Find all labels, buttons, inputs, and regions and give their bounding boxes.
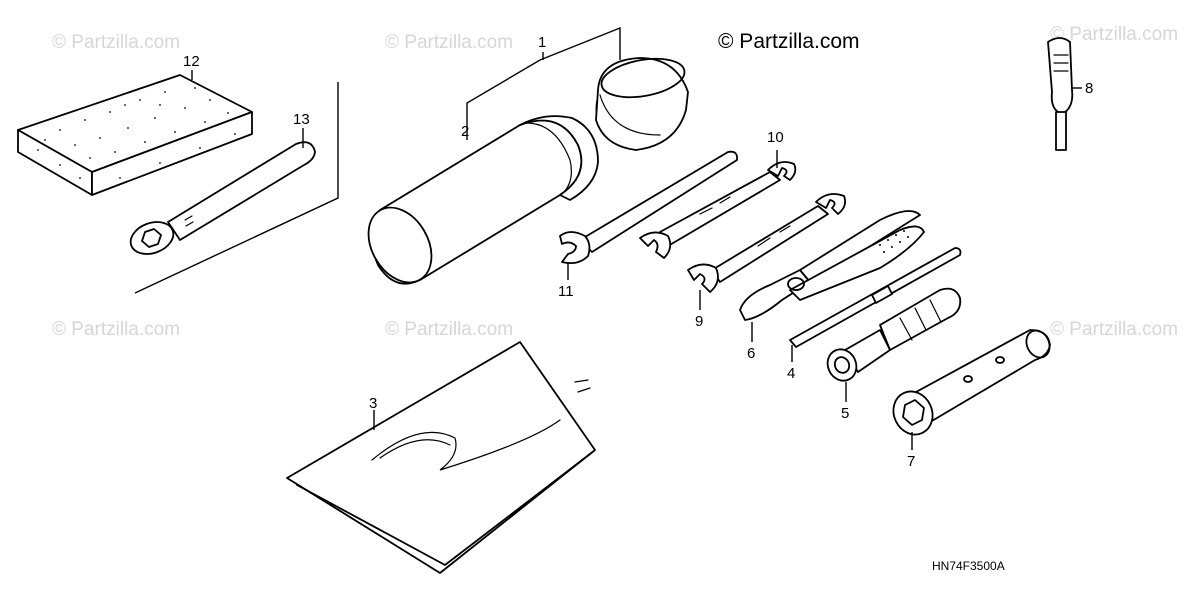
- part-12-mat: [17, 74, 253, 196]
- watermark-dark: © Partzilla.com: [718, 30, 860, 53]
- leader-lines: [191, 70, 1082, 450]
- part-13-box-wrench: [129, 141, 316, 255]
- diagram-code: HN74F3500A: [932, 559, 1005, 573]
- callout-12: 12: [183, 53, 200, 70]
- callout-2: 2: [461, 123, 469, 140]
- part-7-tube-wrench: [892, 329, 1051, 436]
- watermark-5: © Partzilla.com: [385, 319, 513, 340]
- part-6-pliers: [739, 210, 925, 321]
- callout-5: 5: [841, 405, 849, 422]
- part-11-wrench: [559, 150, 738, 265]
- watermark-1: © Partzilla.com: [52, 32, 180, 53]
- callout-11: 11: [558, 283, 574, 300]
- callout-7: 7: [907, 453, 915, 470]
- callout-13: 13: [293, 111, 310, 128]
- leader-1-2: [466, 26, 621, 108]
- callout-3: 3: [369, 395, 377, 412]
- watermark-3: © Partzilla.com: [1050, 24, 1178, 45]
- callout-6: 6: [747, 345, 755, 362]
- callout-10: 10: [767, 129, 784, 146]
- callouts: 1 2 3 4 5 6 7 8 9 10 11 12 13: [183, 34, 1093, 470]
- watermark-2: © Partzilla.com: [385, 32, 513, 53]
- part-8-screwdriver-grip: [1047, 37, 1074, 151]
- callout-8: 8: [1085, 80, 1093, 97]
- watermarks: © Partzilla.com © Partzilla.com © Partzi…: [52, 24, 1178, 340]
- part-9-wrench: [687, 193, 847, 293]
- watermark-6: © Partzilla.com: [1050, 319, 1178, 340]
- part-4-screwdriver: [789, 247, 962, 348]
- callout-1: 1: [538, 34, 546, 51]
- group-bracket: [134, 82, 339, 294]
- watermark-4: © Partzilla.com: [52, 319, 180, 340]
- part-1-2-tool-case: [367, 57, 689, 285]
- part-5-socket-handle: [826, 287, 962, 382]
- part-3-manual-bag: [286, 341, 596, 574]
- part-10-wrench: [639, 161, 797, 259]
- callout-9: 9: [695, 313, 703, 330]
- callout-4: 4: [787, 365, 795, 382]
